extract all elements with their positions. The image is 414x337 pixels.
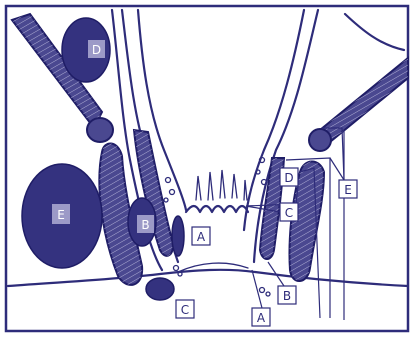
- dentate-line: [186, 206, 248, 212]
- right-label-A: A: [257, 311, 266, 325]
- right-label-D: D: [284, 171, 293, 185]
- right-label-B: B: [283, 289, 291, 303]
- label-D: D: [92, 43, 101, 57]
- right-label-C: C: [285, 206, 293, 220]
- space-A-submucous: [172, 216, 184, 256]
- left-puborectalis: [87, 118, 113, 142]
- label-A: A: [197, 230, 206, 244]
- label-E: E: [57, 208, 65, 222]
- right-label-E: E: [344, 183, 352, 197]
- label-C: C: [181, 303, 189, 317]
- space-C-perianal: [146, 278, 174, 300]
- label-B: B: [141, 218, 149, 232]
- rectal-columns: [196, 170, 247, 200]
- skin-line: [8, 270, 408, 286]
- right-peritoneal-line: [345, 14, 404, 50]
- right-puborectalis: [309, 129, 331, 151]
